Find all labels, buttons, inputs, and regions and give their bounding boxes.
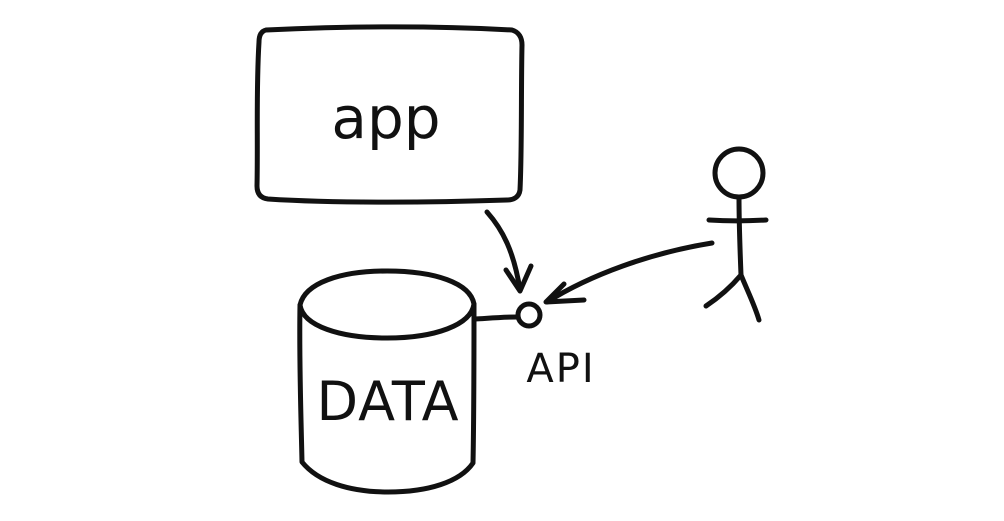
- database-label: DATA: [316, 370, 459, 433]
- user-arrow-shaft: [544, 240, 715, 305]
- circle-icon: [515, 301, 543, 329]
- database-api-connector: [472, 314, 520, 322]
- app-arrow-head: [503, 263, 534, 294]
- app-to-api-arrow: [484, 209, 534, 294]
- user-head: [712, 146, 766, 200]
- user-right-leg: [738, 272, 762, 323]
- user-arrow-head: [543, 281, 587, 305]
- stick-figure-icon[interactable]: [703, 146, 769, 323]
- cylinder-body: [297, 301, 477, 495]
- user-to-api-arrow: [543, 240, 715, 305]
- api-label: API: [526, 346, 595, 392]
- user-left-leg: [703, 272, 744, 309]
- database-cylinder[interactable]: DATA: [297, 268, 477, 495]
- app-label: app: [331, 84, 440, 152]
- user-body: [736, 194, 744, 278]
- app-arrow-shaft: [484, 209, 523, 293]
- app-box[interactable]: app: [254, 24, 525, 205]
- user-arms: [706, 217, 769, 224]
- api-endpoint[interactable]: API: [515, 301, 596, 392]
- cylinder-top: [297, 268, 477, 341]
- app-box-outline: [254, 24, 525, 205]
